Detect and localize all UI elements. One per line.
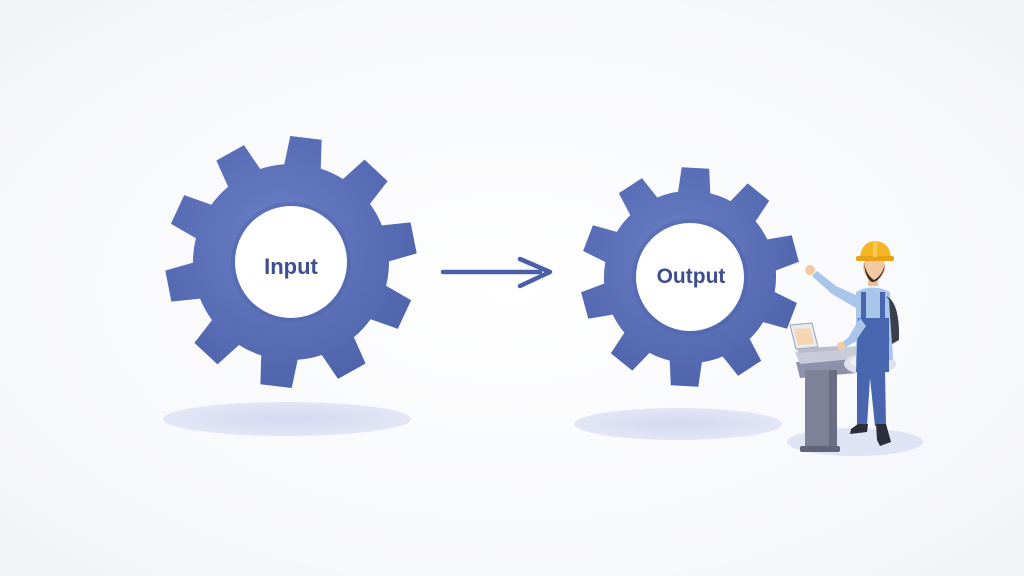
hard-hat-icon: [856, 241, 894, 261]
input-label: Input: [264, 254, 318, 279]
output-gear-shadow: [574, 408, 782, 440]
arrow-right-icon: [440, 256, 553, 289]
worker-icon: [789, 241, 900, 452]
gear-hub: [235, 206, 347, 318]
gear-hub: [636, 223, 744, 331]
input-gear-shadow: [163, 402, 411, 436]
output-gear-icon: [581, 167, 799, 387]
output-label: Output: [656, 265, 726, 288]
laptop-icon: [789, 322, 842, 353]
input-gear-icon: [165, 136, 417, 388]
